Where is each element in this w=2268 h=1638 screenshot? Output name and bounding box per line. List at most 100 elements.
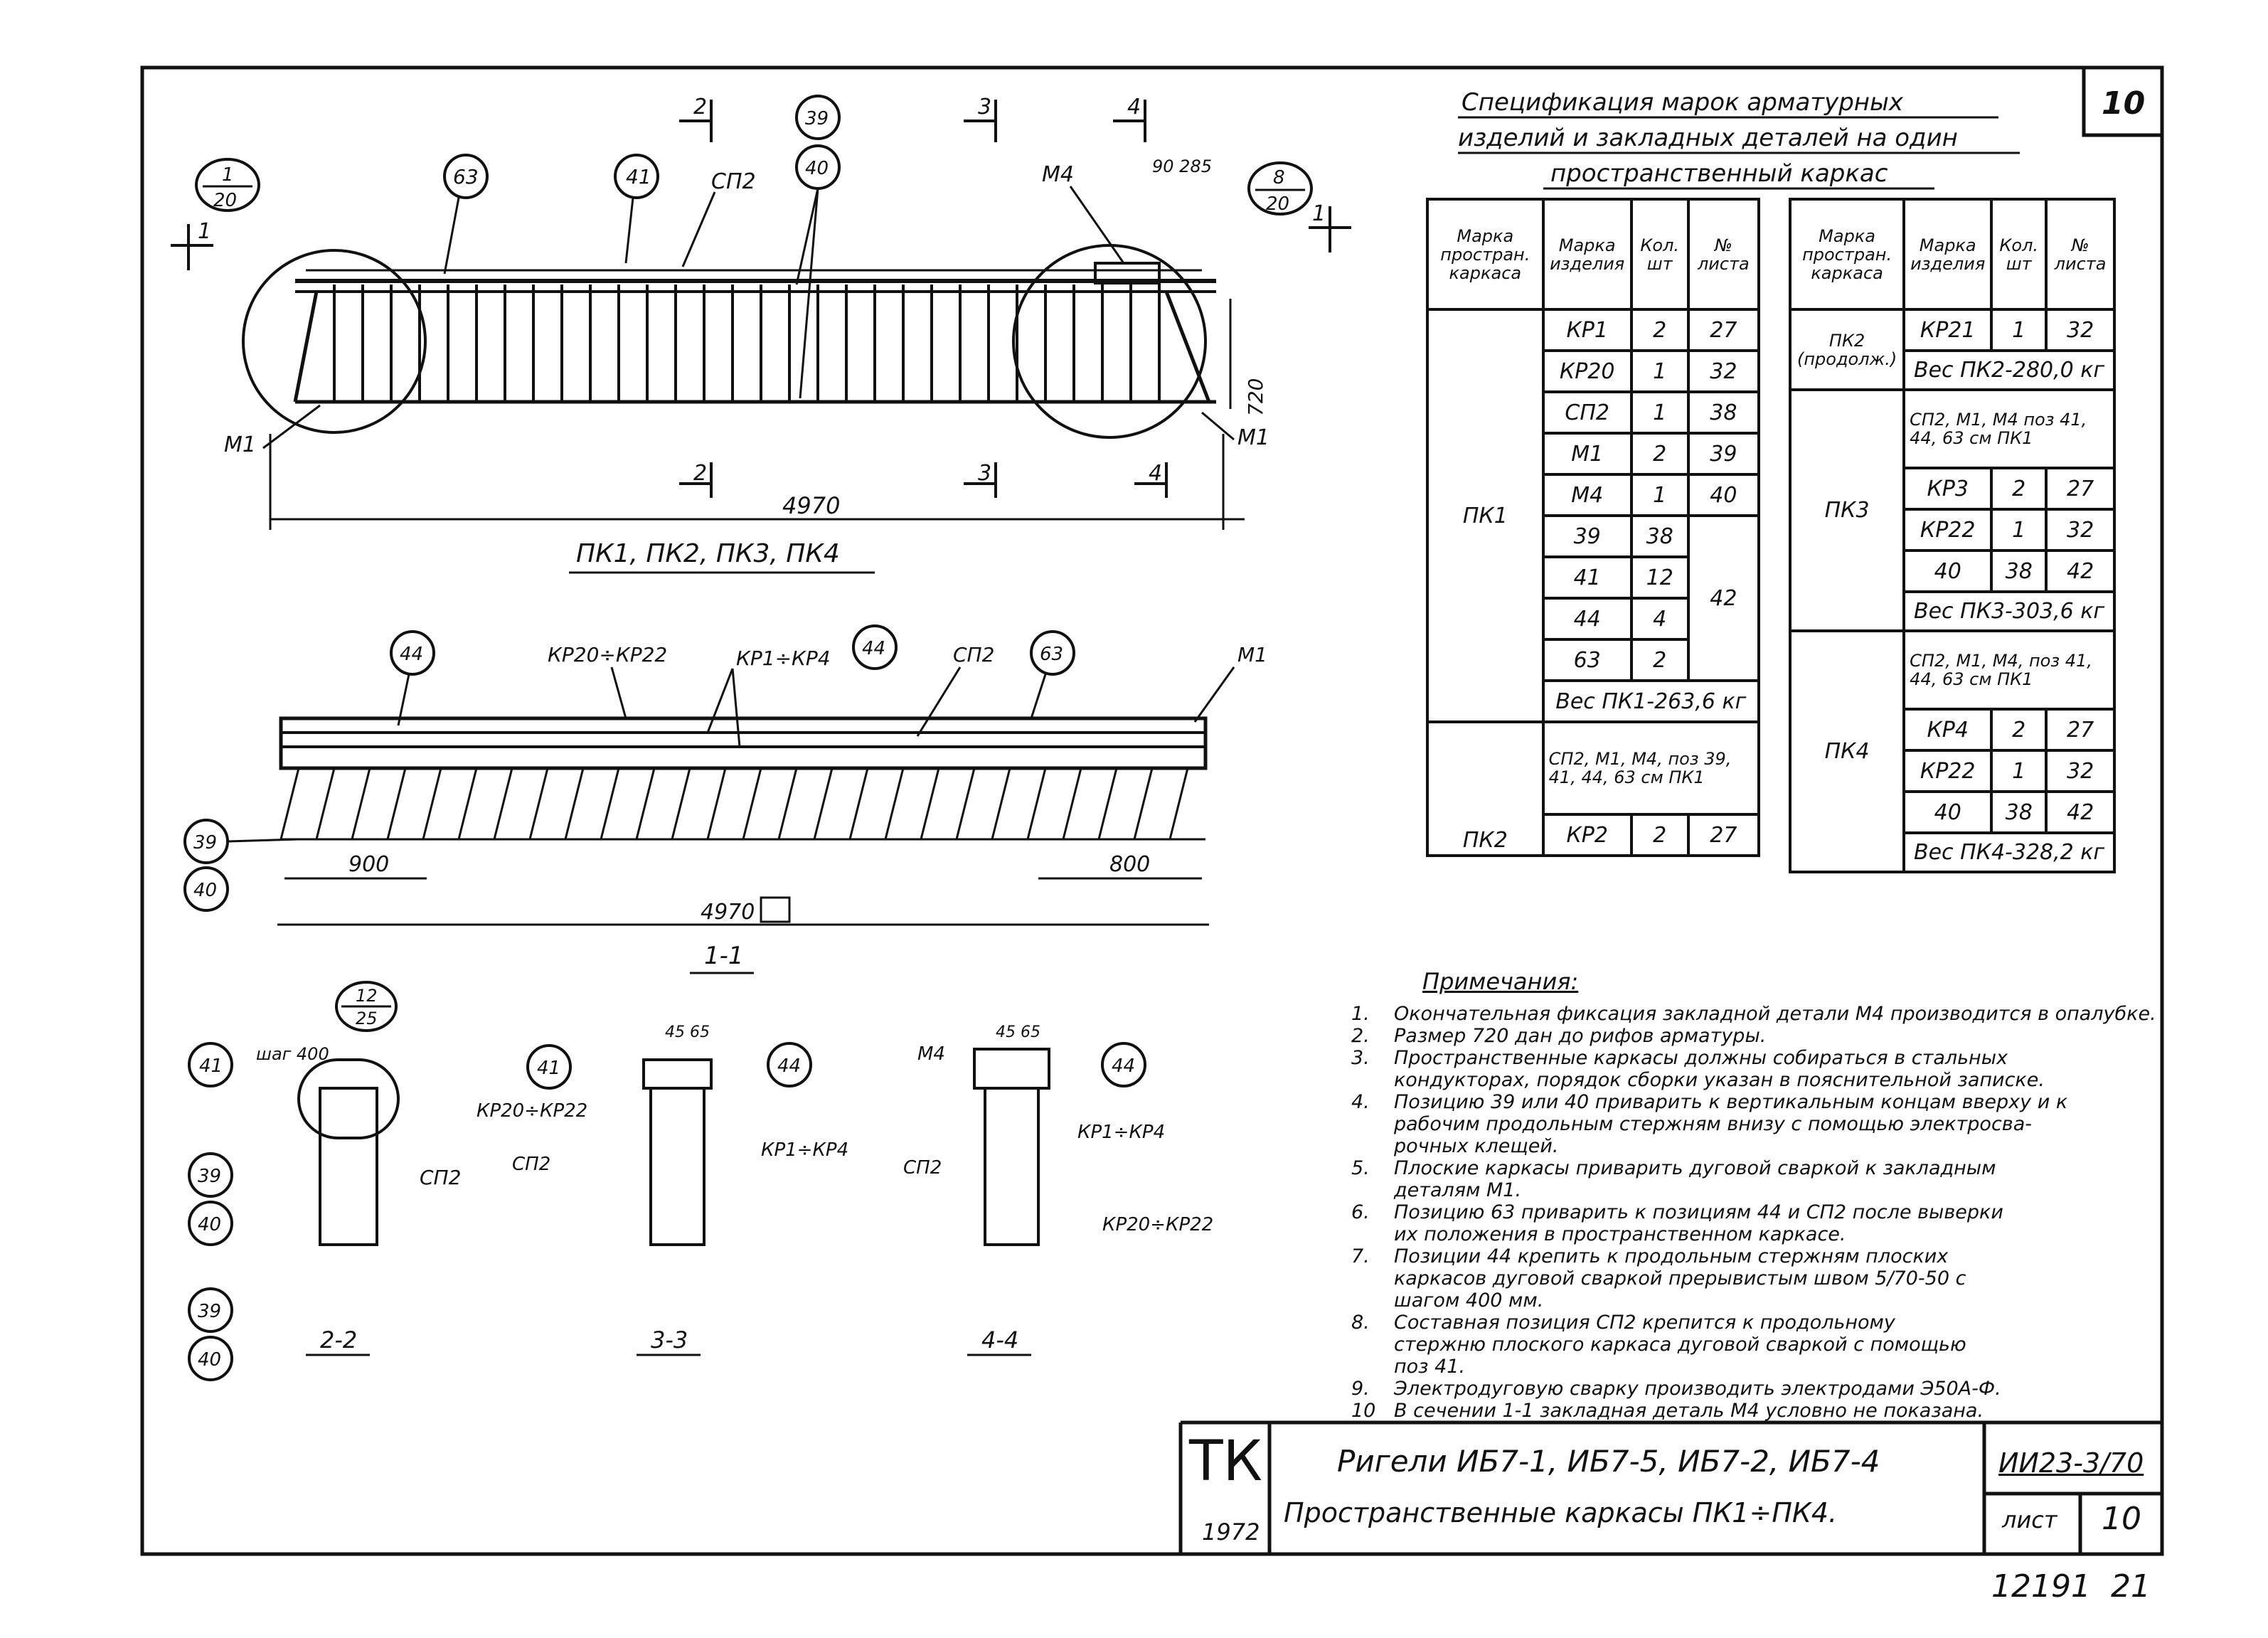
callout-20a: 20	[213, 190, 237, 211]
note-item: 3.Пространственные каркасы должны собира…	[1351, 1047, 2156, 1069]
table-row: 63	[1541, 638, 1633, 682]
note-text: поз 41.	[1394, 1356, 1466, 1378]
note-text: шагом 400 мм.	[1394, 1289, 1544, 1312]
callout-40-22: 40	[198, 1214, 221, 1235]
qty-cell: 2	[1990, 467, 2048, 511]
label-kr1-4: КР1÷КР4	[736, 647, 831, 670]
sheet-cell: 27	[2045, 467, 2116, 511]
callout-12: 12	[356, 986, 378, 1006]
callout-41-33: 41	[537, 1058, 560, 1079]
label-m1-left: М1	[224, 432, 256, 457]
qty-cell: 1	[1990, 308, 2048, 352]
callout-44a: 44	[400, 644, 423, 665]
table-row: КР20	[1541, 349, 1633, 393]
pk3-label: ПК3	[1788, 388, 1906, 632]
callout-41: 41	[626, 165, 651, 188]
callout-44-44: 44	[1112, 1055, 1135, 1077]
note-num: 1.	[1351, 1003, 1370, 1025]
sheet-cell: 32	[1686, 349, 1761, 393]
section-3-3: КР20÷КР22 КР1÷КР4 СП2 45 65 41 44 3-3	[477, 1023, 848, 1356]
table-row: 39	[1541, 514, 1633, 558]
callout-1-20: 1 20	[195, 158, 260, 212]
note-text: деталям М1.	[1394, 1179, 1522, 1201]
callout-1: 1	[222, 164, 234, 186]
note-item: деталям М1.	[1351, 1179, 2156, 1201]
section-2-2-caption: 2-2	[320, 1326, 357, 1354]
note-item: рочных клещей.	[1351, 1135, 2156, 1157]
detail-circle-left	[242, 249, 427, 434]
table-row: КР1	[1541, 308, 1633, 352]
pk2-weight: Вес ПК2-280,0 кг	[1902, 349, 2116, 391]
note-text: кондукторах, порядок сборки указан в поя…	[1394, 1069, 2045, 1091]
note-num: 9.	[1351, 1378, 1370, 1400]
callout-39-22b: 39	[198, 1301, 221, 1322]
spec-table-left: Марка простран. каркаса Марка изделия Ко…	[1426, 198, 1761, 857]
note-num: 7.	[1351, 1245, 1370, 1267]
callout-40: 40	[805, 158, 829, 179]
note-text: Позицию 63 приварить к позициям 44 и СП2…	[1394, 1201, 2003, 1223]
hdr-mark-frame: Марка простран. каркаса	[1426, 198, 1545, 311]
pk3-note: СП2, М1, М4 поз 41, 44, 63 см ПК1	[1902, 388, 2116, 469]
note-item: рабочим продольным стержням внизу с помо…	[1351, 1113, 2156, 1135]
sheet-cell: 42	[2045, 549, 2116, 593]
qty-cell: 38	[1990, 549, 2048, 593]
label-m4-top: М4	[1042, 162, 1074, 187]
top-view: 4970 720 СП2 М4 90 285 М1 М1 1 20 8 20 6…	[171, 95, 1351, 574]
dim-720: 720	[1244, 378, 1267, 416]
cut-4-bottom: 4	[1149, 461, 1162, 486]
label-9085: 90 285	[1152, 156, 1212, 176]
pk4-note: СП2, М1, М4, поз 41, 44, 63 см ПК1	[1902, 629, 2116, 711]
pk4-weight: Вес ПК4-328,2 кг	[1902, 831, 2116, 873]
note-num: 4.	[1351, 1091, 1370, 1113]
table-row: 40	[1902, 790, 1993, 834]
callout-44-33: 44	[777, 1055, 801, 1077]
note-item: 8.Составная позиция СП2 крепится к продо…	[1351, 1312, 2156, 1334]
callout-39b: 39	[193, 832, 217, 853]
spec-title-line3: пространственный каркас	[1550, 159, 1888, 188]
label-m1-right: М1	[1237, 425, 1269, 450]
section-3-3-caption: 3-3	[651, 1326, 688, 1354]
note-item: 1.Окончательная фиксация закладной детал…	[1351, 1003, 2156, 1025]
callout-20b: 20	[1266, 193, 1289, 215]
label-sp2-33: СП2	[512, 1154, 550, 1175]
sheet-cell: 27	[1686, 308, 1761, 352]
callout-8-20: 8 20	[1247, 161, 1313, 216]
sheet-cell: 39	[1686, 432, 1761, 476]
note-text: рочных клещей.	[1394, 1135, 1559, 1157]
callout-40b: 40	[193, 880, 217, 901]
section-4-4: М4 СП2 КР1÷КР4 КР20÷КР22 45 65 44 4-4	[903, 1023, 1213, 1356]
note-text: Размер 720 дан до рифов арматуры.	[1394, 1025, 1767, 1047]
note-text: Электродуговую сварку производить электр…	[1394, 1378, 2001, 1400]
section-2-2: шаг 400 СП2 12 25 41 39 40 39 40 2-2	[188, 981, 461, 1381]
sheet-cell: 42	[1686, 514, 1761, 682]
table-row: 40	[1902, 549, 1993, 593]
label-kr1-4-33: КР1÷КР4	[761, 1139, 848, 1161]
dim-900: 900	[348, 852, 389, 877]
qty-cell: 1	[1990, 749, 2048, 793]
title-block-doc-code: ИИ23-3/70	[1998, 1447, 2144, 1479]
table-row: КР22	[1902, 508, 1993, 552]
hdr-sheet: № листа	[1686, 198, 1761, 311]
qty-cell: 2	[1629, 432, 1690, 476]
cut-3-bottom: 3	[978, 461, 991, 486]
cut-2-top: 2	[693, 95, 707, 119]
qty-cell: 1	[1629, 473, 1690, 517]
section-1-1-caption: 1-1	[704, 942, 744, 970]
title-block-logo: ТК	[1189, 1430, 1263, 1494]
callout-63-section: 63	[1030, 630, 1075, 719]
note-text: Плоские каркасы приварить дуговой сварко…	[1394, 1157, 1996, 1179]
qty-cell: 38	[1629, 514, 1690, 558]
note-text: В сечении 1-1 закладная деталь М4 условн…	[1394, 1400, 1984, 1422]
title-block-sheet-label: лист	[2002, 1506, 2057, 1533]
notes-title: Примечания:	[1422, 968, 1579, 995]
table-row: КР4	[1902, 708, 1993, 752]
cut-4-top: 4	[1127, 95, 1141, 119]
sheet-cell: 42	[2045, 790, 2116, 834]
note-item: 7.Позиции 44 крепить к продольным стержн…	[1351, 1245, 2156, 1267]
qty-cell: 12	[1629, 555, 1690, 600]
note-num: 8.	[1351, 1312, 1370, 1334]
sheet-cell: 38	[1686, 390, 1761, 435]
qty-cell: 2	[1629, 308, 1690, 352]
callout-63b: 63	[1040, 644, 1063, 665]
